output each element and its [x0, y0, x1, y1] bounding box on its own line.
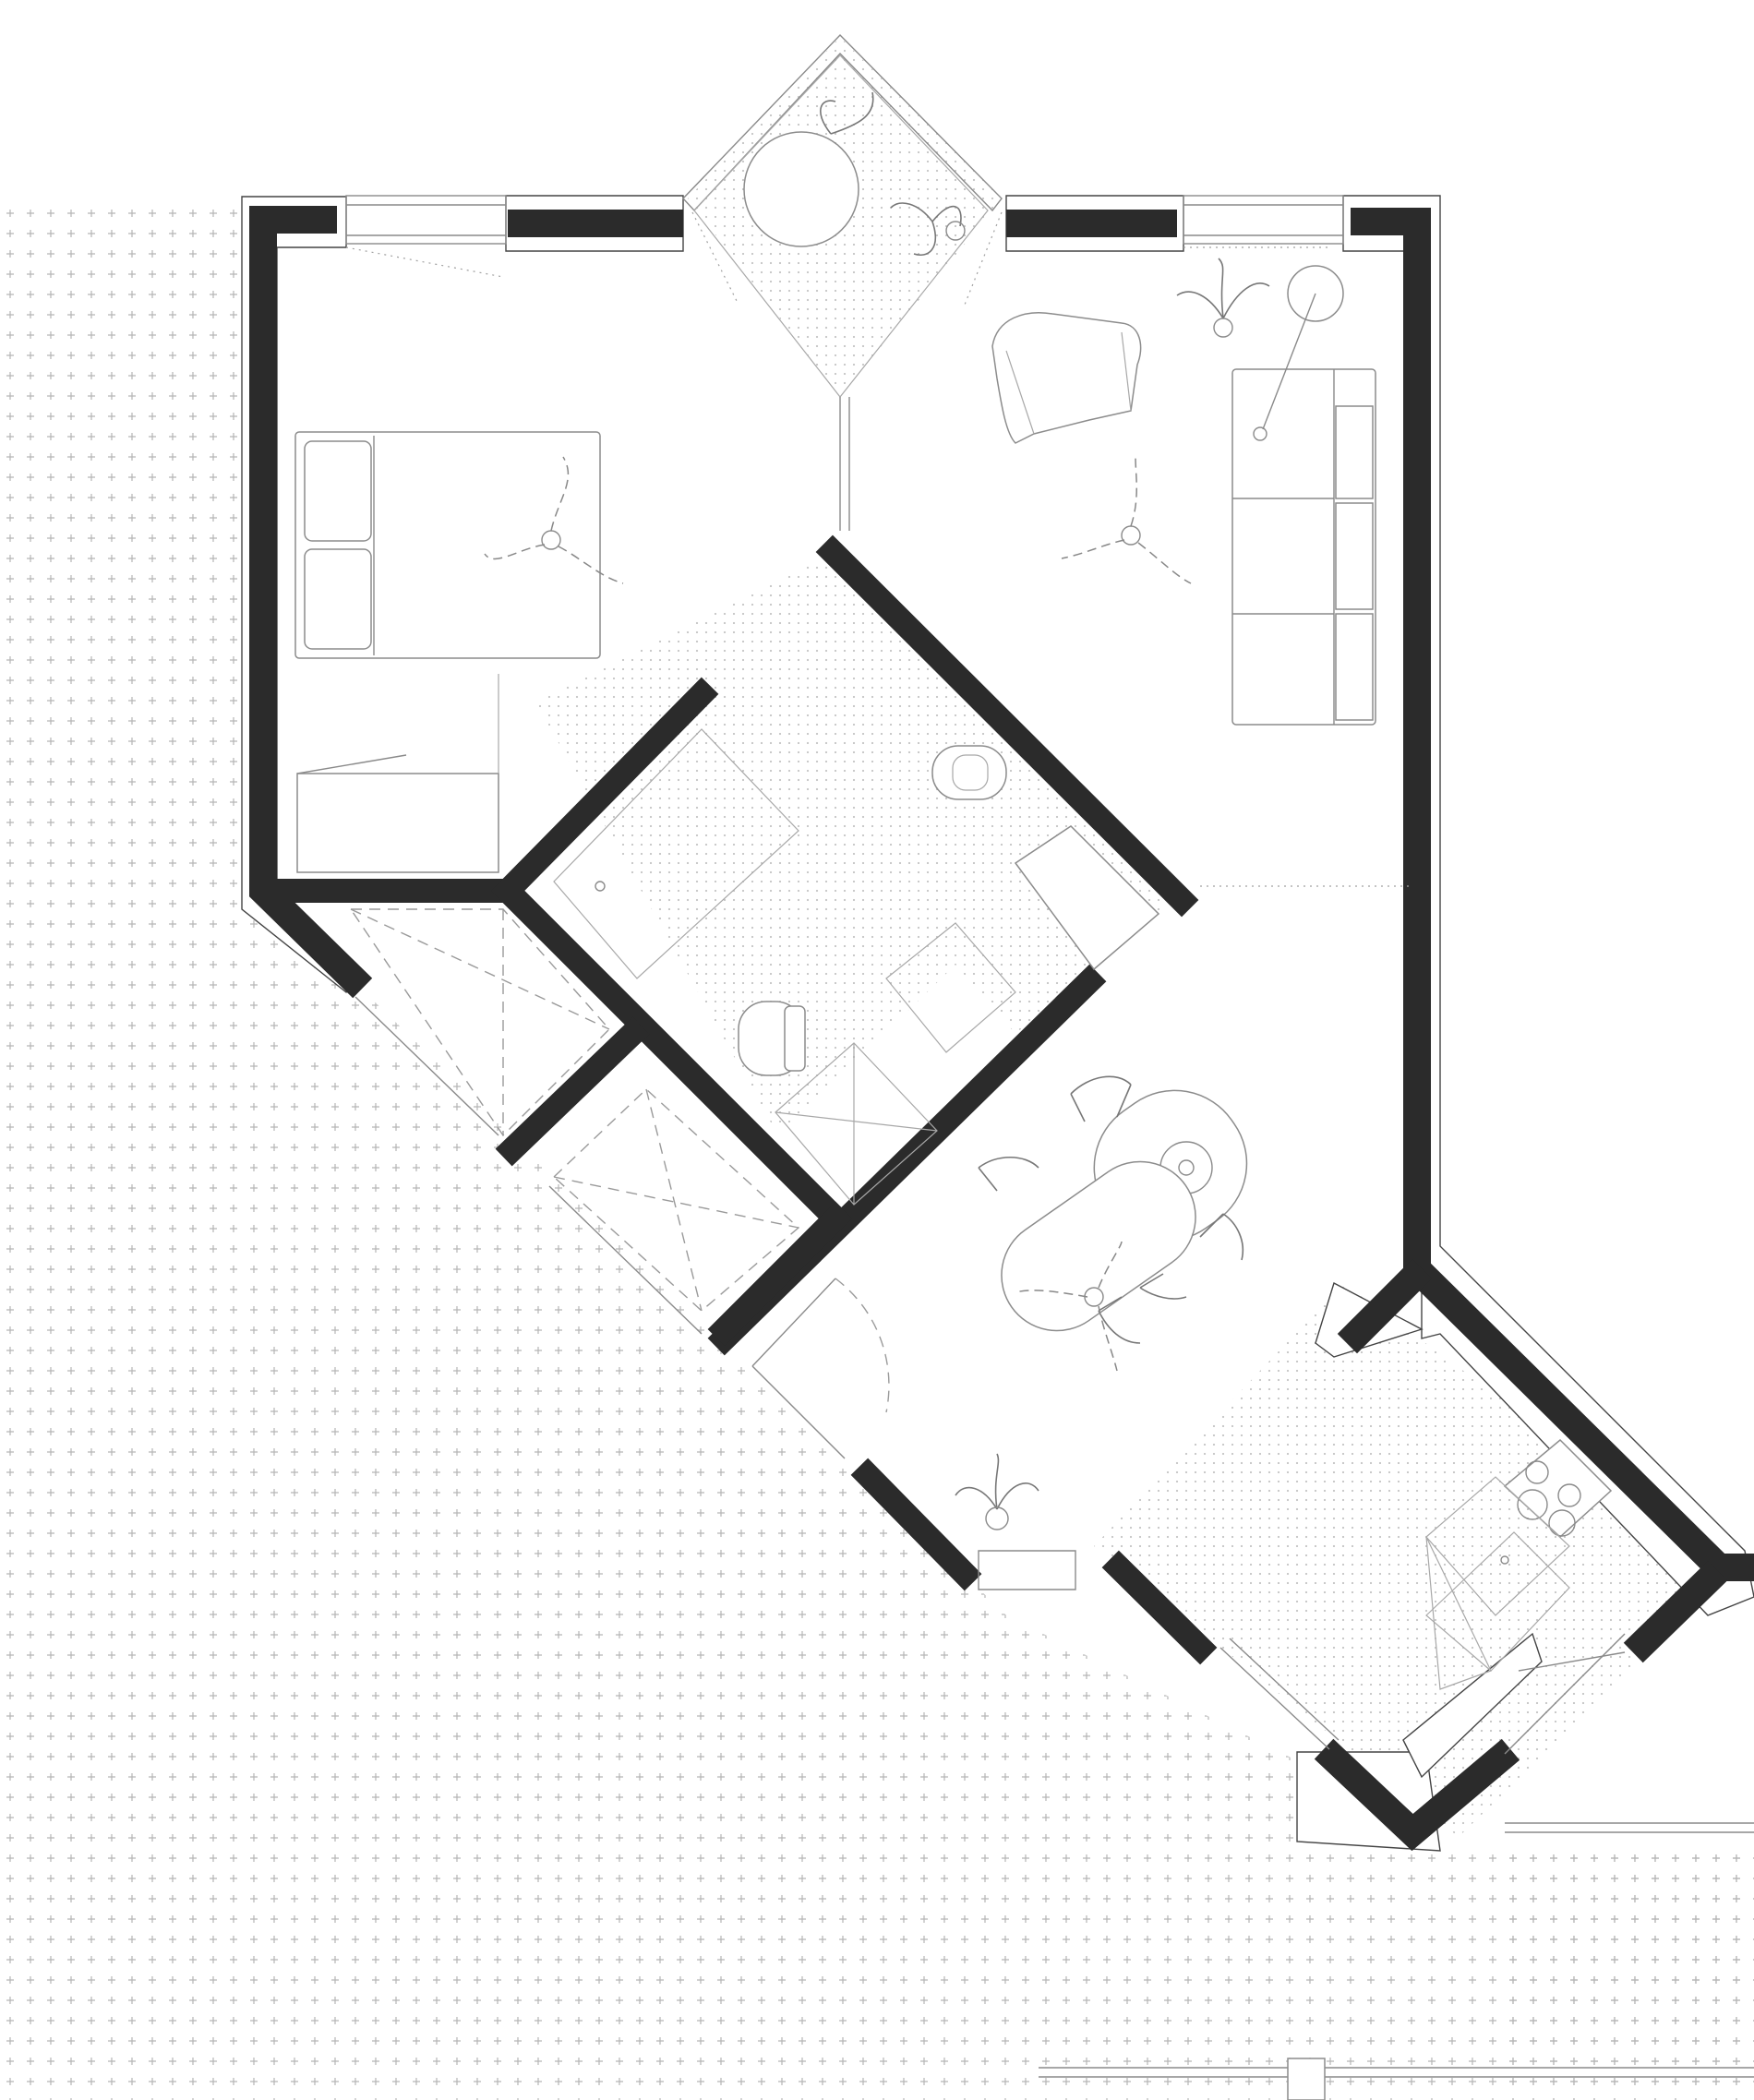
cooktop — [1503, 1438, 1613, 1539]
vanity-counter — [553, 728, 799, 979]
kitchen-sink-counter — [1425, 1531, 1570, 1672]
sofa — [1231, 368, 1376, 726]
kitchen-island — [1425, 1536, 1492, 1690]
walls — [249, 206, 1754, 1852]
site-boundary — [1039, 1822, 1754, 2100]
entry-door — [751, 1278, 890, 1413]
ceiling-fan-dining — [1015, 1241, 1123, 1372]
potted-plant-living-icon — [1176, 258, 1270, 319]
window-living — [1183, 195, 1344, 245]
living-room — [991, 258, 1376, 726]
sink — [931, 745, 1007, 800]
ceiling-fan-living — [1061, 456, 1192, 584]
potted-plant-entry-icon — [955, 1453, 1039, 1530]
potted-plant-bay-icon — [890, 202, 962, 256]
wardrobe — [296, 674, 499, 873]
shower — [775, 1042, 938, 1206]
window-south — [978, 1550, 1076, 1590]
windows — [345, 33, 1626, 1755]
ceiling-fan-bedroom — [484, 456, 624, 584]
window-kitchen-se — [1518, 1651, 1626, 1672]
dining-area — [955, 1075, 1248, 1530]
lounge-chair-icon — [820, 91, 874, 135]
oval-dining-table — [1001, 1160, 1196, 1332]
bedroom — [294, 431, 624, 873]
window-closet — [354, 996, 499, 1136]
window-entry — [751, 1365, 846, 1459]
bathroom — [553, 728, 1160, 1206]
kitchen — [1425, 1438, 1613, 1690]
storage-cabinet — [1014, 825, 1160, 971]
kitchen-floor — [1094, 1283, 1736, 1837]
floor-lamp — [1253, 265, 1344, 441]
window-kitchen-sw — [1219, 1647, 1330, 1750]
chairs — [978, 1075, 1243, 1344]
double-bed — [294, 431, 601, 659]
round-side-table — [743, 131, 859, 247]
opening-lines — [345, 211, 1412, 887]
window-bedroom — [345, 195, 507, 245]
bay-seat — [743, 91, 966, 256]
exterior-ground-hatch — [0, 198, 1754, 2100]
bath-shelf — [885, 922, 1016, 1053]
toilet — [738, 1001, 806, 1076]
closets — [349, 908, 800, 1312]
armchair — [991, 312, 1142, 444]
kitchen-counter — [1425, 1476, 1570, 1616]
